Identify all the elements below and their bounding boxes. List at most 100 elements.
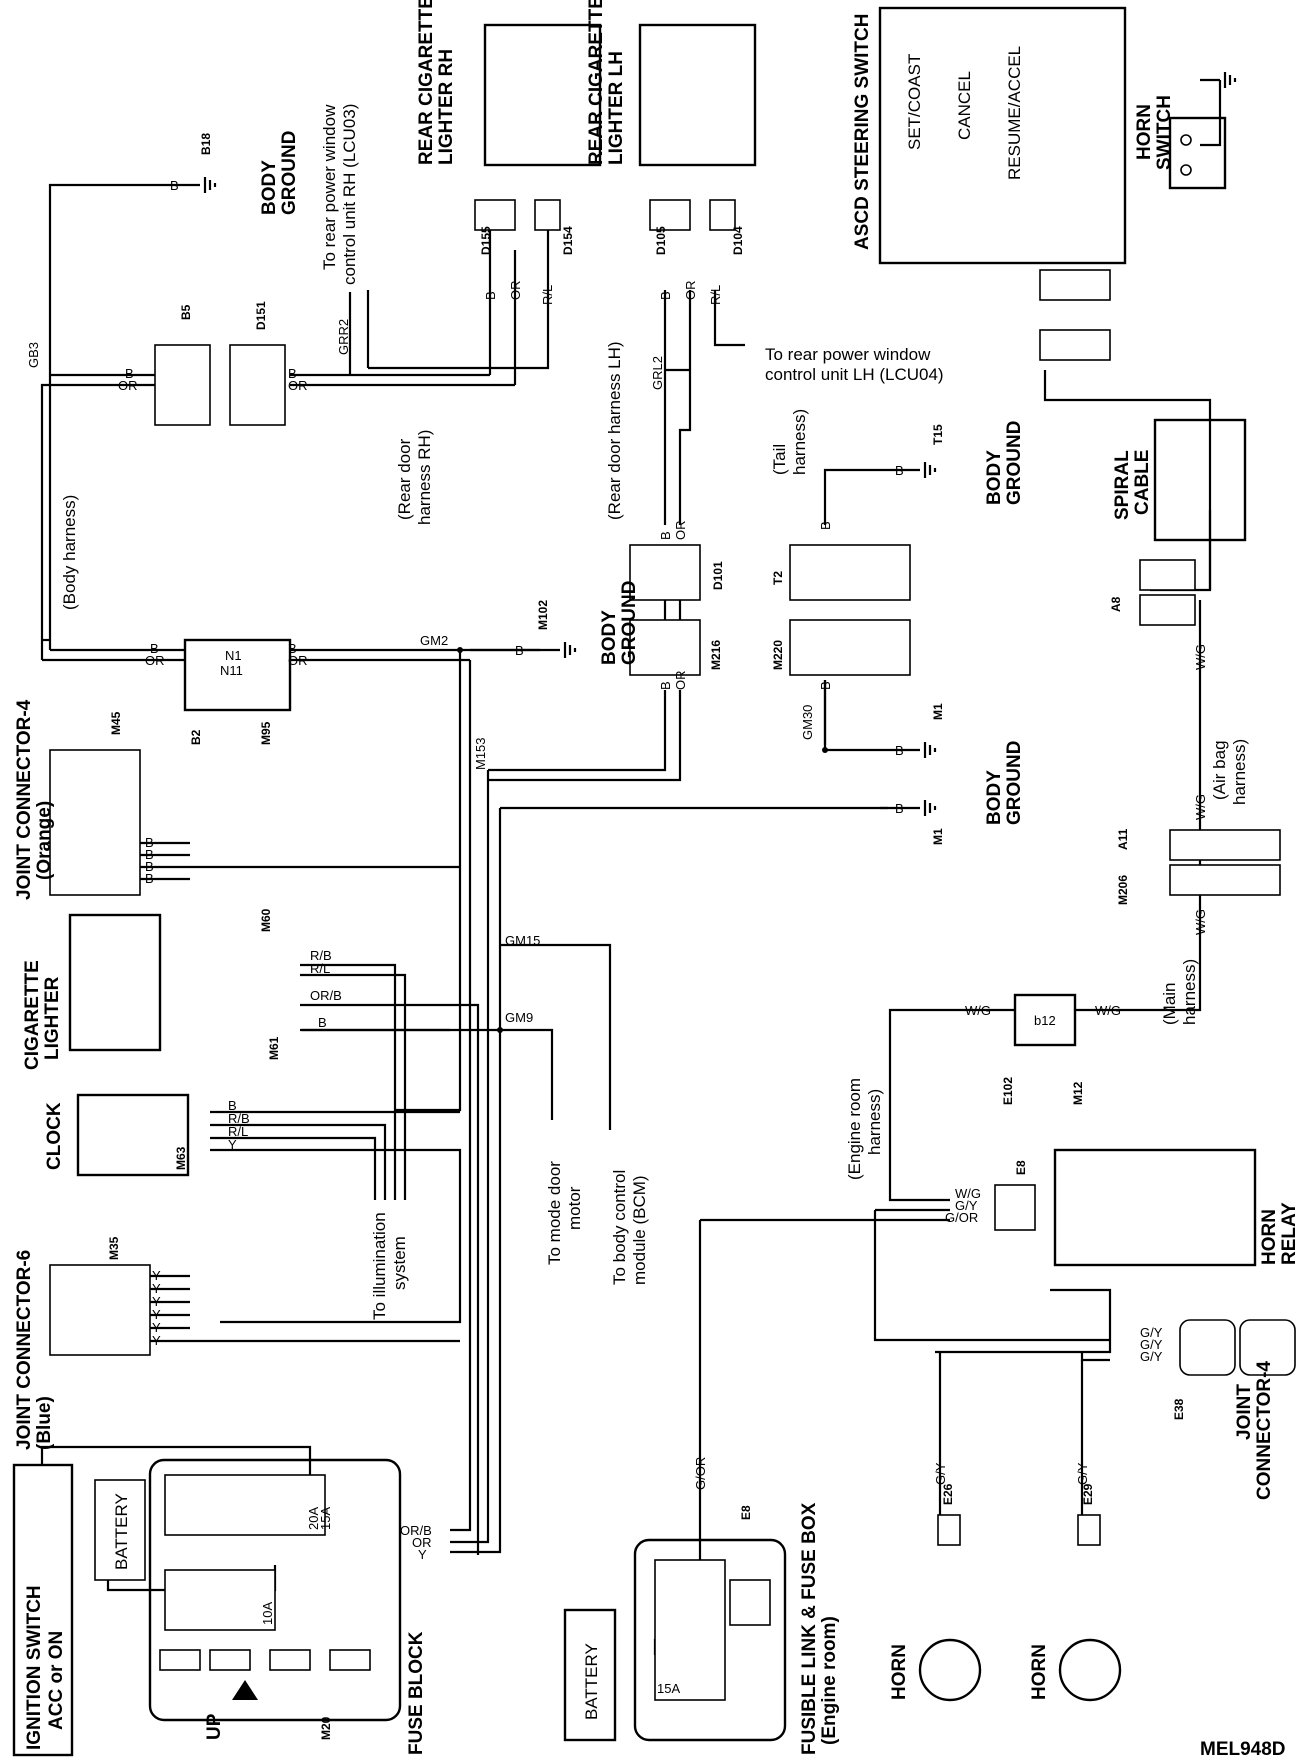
- bcm-label: To body control: [610, 1170, 629, 1285]
- tag-m20: M20: [319, 1716, 333, 1740]
- rear-cig-lh-label: REAR CIGARETTE: [586, 0, 607, 165]
- wire-rh-or: OR: [508, 281, 523, 301]
- fusible-link-sub: (Engine room): [819, 1616, 840, 1745]
- ground-symbols: [203, 72, 1237, 816]
- wire-m216-b: B: [658, 681, 673, 690]
- wire-d101-b: B: [658, 531, 673, 540]
- tag-e8: E8: [1014, 1160, 1028, 1175]
- illumination-label-2: system: [390, 1236, 409, 1290]
- tag-b18: B18: [199, 133, 213, 155]
- wire-e8-wg: W/G: [955, 1186, 981, 1201]
- wire-m220-b: B: [818, 681, 833, 690]
- m206-connector: [1169, 864, 1281, 896]
- wire-gb3: GB3: [26, 342, 41, 368]
- wire-m95-b: B: [288, 641, 297, 656]
- tag-t15: T15: [931, 424, 945, 445]
- n1-n11-connector-block: [183, 638, 292, 712]
- wire-e38-gy2: G/Y: [1140, 1337, 1163, 1352]
- wire-jc4-b4: B: [145, 871, 154, 886]
- wire-m60-rb: R/B: [310, 948, 332, 963]
- up-arrow-icon: [232, 1680, 258, 1700]
- horn-relay-label-2: RELAY: [1279, 1202, 1300, 1265]
- rear-cig-rh-label: REAR CIGARETTE: [416, 0, 437, 165]
- wire-fuse-orb: OR/B: [400, 1523, 432, 1538]
- fuse-block-label: FUSE BLOCK: [406, 1631, 427, 1755]
- ascd-switch-label: ASCD STEERING SWITCH: [852, 14, 873, 250]
- body-ground-m102: BODY: [599, 610, 620, 665]
- wire-m1a-b: B: [895, 743, 904, 758]
- cancel-label: CANCEL: [955, 71, 974, 140]
- b12-connector-block: [1013, 993, 1077, 1047]
- horn-1-symbol: [918, 1638, 982, 1702]
- engine-room-harness-label-2: harness): [865, 1089, 884, 1155]
- main-harness-label-2: harness): [1180, 959, 1199, 1025]
- components: [12, 6, 1296, 1757]
- tag-e102: E102: [1001, 1077, 1015, 1105]
- wire-d151-or: OR: [288, 378, 308, 393]
- jc4-engine-label: JOINT: [1234, 1384, 1255, 1440]
- spiral-cable-box: [1153, 418, 1247, 542]
- mode-door-label: To mode door: [545, 1161, 564, 1265]
- ignition-switch-sub: ACC or ON: [46, 1631, 67, 1730]
- horn-2-label: HORN: [1029, 1644, 1050, 1700]
- rear-pw-lh-label: To rear power window: [765, 345, 931, 364]
- wire-m61-b: B: [318, 1015, 327, 1030]
- wire-a11-wg: W/G: [1193, 794, 1208, 820]
- wire-grl2: GRL2: [650, 356, 665, 390]
- fuse-15a: 15A: [318, 1507, 333, 1530]
- cigarette-lighter-label: CIGARETTE: [22, 960, 43, 1070]
- wire-jc6-y4: Y: [152, 1307, 161, 1322]
- battery-right-box: [563, 1608, 617, 1742]
- tag-m216: M216: [709, 640, 723, 670]
- set-coast-label: SET/COAST: [905, 54, 924, 150]
- wire-e29-gy: G/Y: [1075, 1462, 1090, 1485]
- horn-switch-box: [1168, 116, 1227, 190]
- wire-jc6-y3: Y: [152, 1294, 161, 1309]
- wiring-lines: [40, 78, 1222, 1655]
- wire-jc4-b2: B: [145, 847, 154, 862]
- wire-m102-b: B: [515, 643, 524, 658]
- fusible-link-box: [633, 1538, 787, 1742]
- tag-m220: M220: [771, 640, 785, 670]
- wire-gm2: GM2: [420, 633, 448, 648]
- a11-connector: [1169, 829, 1281, 861]
- spiral-cable-label-2: CABLE: [1132, 450, 1153, 515]
- wire-b12-right-wg: W/G: [1095, 1003, 1121, 1018]
- body-ground-m102-2: GROUND: [619, 581, 640, 665]
- fusible-link-label: FUSIBLE LINK & FUSE BOX: [799, 1502, 820, 1755]
- wire-m61-orb: OR/B: [310, 988, 342, 1003]
- tag-m63: M63: [174, 1146, 188, 1170]
- joint-connector-4-orange: [49, 749, 141, 896]
- tag-e29: E29: [1081, 1483, 1095, 1505]
- wire-lh-or: OR: [683, 281, 698, 301]
- illumination-label: To illumination: [370, 1212, 389, 1320]
- d151-connector: [229, 344, 286, 426]
- main-harness-label: (Main: [1160, 982, 1179, 1025]
- rear-door-rh-label-2: harness RH): [415, 430, 434, 525]
- wire-m216-or: OR: [673, 671, 688, 691]
- wire-clock-rl: R/L: [228, 1124, 248, 1139]
- tag-m102: M102: [536, 600, 550, 630]
- ignition-switch-box: [12, 1463, 74, 1757]
- wire-lh-b: B: [658, 291, 673, 300]
- wire-fusible-gor: G/OR: [693, 1457, 708, 1490]
- clock-label: CLOCK: [44, 1102, 65, 1170]
- cigarette-lighter-box: [68, 913, 162, 1052]
- a8-connector: [1139, 559, 1196, 591]
- rear-cig-rh-label-2: LIGHTER RH: [436, 49, 457, 165]
- wire-clock-b: B: [228, 1098, 237, 1113]
- wire-labels: B GB3 B OR B OR GRR2 B OR R/L B OR R/L G…: [26, 178, 1208, 1562]
- wire-rh-rl: R/L: [540, 285, 555, 305]
- wire-gm9: GM9: [505, 1010, 533, 1025]
- fuse-row-lower: [164, 1569, 276, 1631]
- horn-2-symbol: [1058, 1638, 1122, 1702]
- rear-cigarette-lighter-lh-box: [638, 23, 757, 167]
- wire-jc4-b1: B: [145, 835, 154, 850]
- wire-a8-wg: W/G: [1193, 644, 1208, 670]
- wire-clock-y: Y: [228, 1137, 237, 1152]
- battery-left-box: [94, 1479, 146, 1581]
- wire-jc6-y5: Y: [152, 1320, 161, 1335]
- jc6-label: JOINT CONNECTOR-6: [14, 1250, 35, 1450]
- tag-a11: A11: [1116, 828, 1130, 850]
